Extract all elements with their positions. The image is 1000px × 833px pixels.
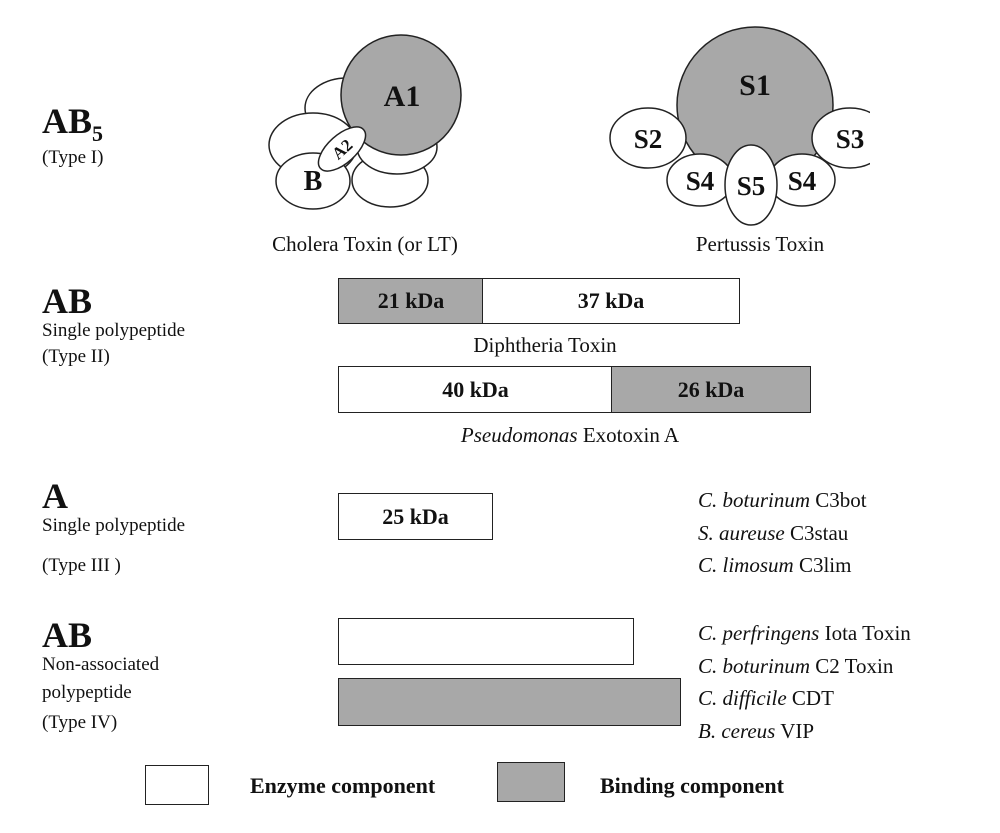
cholera-a1-subunit	[340, 34, 462, 156]
pseudomonas-segment-enzyme: 40 kDa	[338, 366, 613, 413]
ab5-structures: A1 A2 B S1 S2 S3 S4 S4 S5	[268, 26, 870, 226]
pertussis-s5-subunit	[724, 144, 778, 226]
ab-type2-desc: Single polypeptide	[42, 320, 186, 341]
cholera-a2-subunit	[317, 126, 367, 172]
ab-type4-desc2: polypeptide	[42, 682, 132, 703]
cholera-toxin-diagram	[268, 34, 462, 210]
type4-species-list: C. perfringens Iota Toxin C. boturinum C…	[698, 617, 911, 747]
pertussis-toxin-diagram	[609, 26, 870, 226]
species-item: C. perfringens Iota Toxin	[698, 621, 911, 645]
a-type3-title: A	[42, 476, 68, 516]
species-item: C. difficile CDT	[698, 686, 834, 711]
pertussis-s4-label: S4	[686, 166, 715, 196]
species-item: C. limosum C3lim	[698, 553, 852, 578]
cholera-a1-label: A1	[384, 80, 421, 113]
pertussis-s4-label: S4	[788, 166, 817, 196]
species-item: C. boturinum C3bot	[698, 488, 867, 512]
legend-enzyme-swatch	[145, 765, 209, 805]
pseudomonas-genus: Pseudomonas	[460, 423, 578, 447]
legend-enzyme-label: Enzyme component	[250, 773, 436, 798]
diphtheria-segment-binding: 21 kDa	[338, 278, 484, 324]
pertussis-caption: Pertussis Toxin	[695, 232, 825, 256]
ab-type4-type: (Type IV)	[42, 712, 118, 733]
type3-enzyme-bar: 25 kDa	[338, 493, 493, 540]
cholera-caption: Cholera Toxin (or LT)	[272, 232, 458, 256]
species-item: B. cereus VIP	[698, 718, 815, 743]
legend-binding-swatch	[497, 762, 565, 802]
pertussis-s3-label: S3	[836, 124, 865, 154]
pertussis-s5-label: S5	[737, 171, 766, 201]
diphtheria-segment-enzyme: 37 kDa	[482, 278, 740, 324]
ab5-type: (Type I)	[42, 147, 104, 168]
ab-type4-desc1: Non-associated	[42, 654, 160, 675]
pseudomonas-caption: Pseudomonas Exotoxin A	[360, 423, 780, 448]
species-item: S. aureuse C3stau	[698, 520, 849, 545]
a-type3-desc: Single polypeptide	[42, 515, 186, 536]
cholera-b-label: B	[304, 166, 323, 197]
pertussis-s2-label: S2	[634, 124, 663, 154]
type4-enzyme-bar	[338, 618, 634, 665]
type3-species-list: C. boturinum C3bot S. aureuse C3stau C. …	[698, 484, 867, 582]
pertussis-s1-label: S1	[739, 69, 771, 102]
ab-type2-type: (Type II)	[42, 346, 110, 367]
ab-type4-title: AB	[42, 615, 93, 655]
a-type3-type: (Type III )	[42, 555, 121, 576]
pseudomonas-caption-rest: Exotoxin A	[577, 423, 680, 447]
type4-binding-bar	[338, 678, 681, 726]
ab5-title: AB5	[42, 101, 104, 147]
pertussis-s3-subunit	[811, 107, 870, 169]
pseudomonas-segment-binding: 26 kDa	[611, 366, 811, 413]
legend-binding-label: Binding component	[600, 773, 784, 798]
ab-type2-title: AB	[42, 281, 93, 321]
species-item: C. boturinum C2 Toxin	[698, 653, 894, 678]
pertussis-s2-subunit	[609, 107, 687, 169]
diphtheria-caption: Diphtheria Toxin	[473, 333, 617, 357]
